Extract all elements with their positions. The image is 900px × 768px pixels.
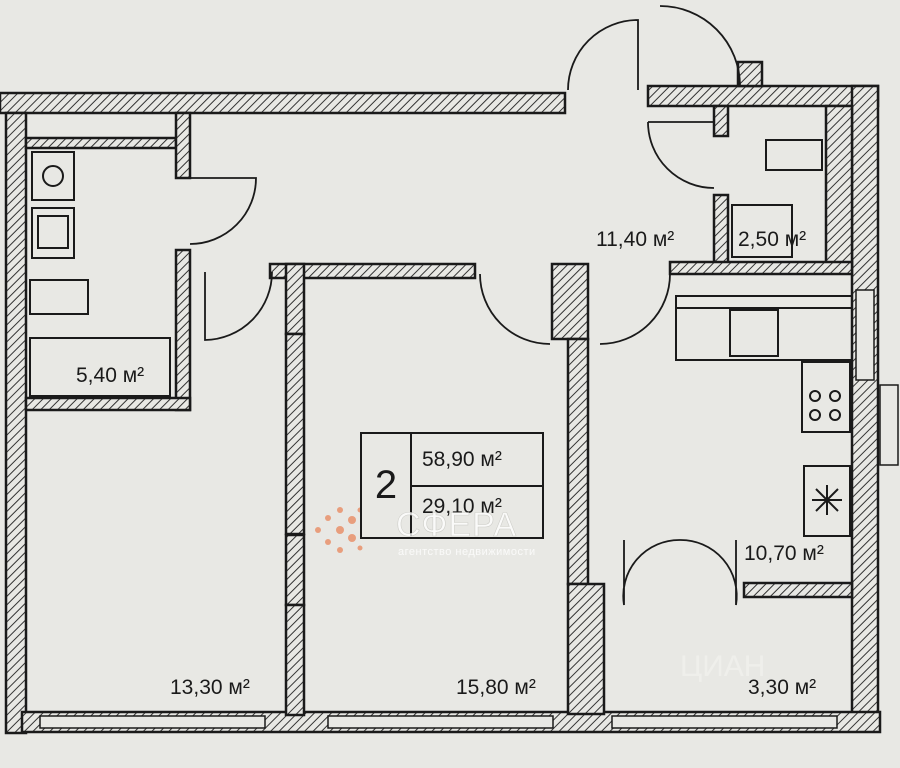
watermark-secondary: ЦИАН [680, 650, 766, 683]
watermark-tagline: агентство недвижимости [398, 546, 536, 558]
living-area: 29,10 м² [422, 495, 502, 518]
area-wc: 2,50 м² [738, 228, 807, 251]
area-bedroom-left: 13,30 м² [170, 676, 250, 699]
windows [39, 289, 899, 729]
doors [189, 5, 741, 606]
watermark-brand: СФЕРА [396, 506, 518, 545]
area-storage: 3,30 м² [748, 676, 817, 699]
area-bathroom: 5,40 м² [76, 364, 145, 387]
area-bedroom-middle: 15,80 м² [456, 676, 536, 699]
fixtures [29, 139, 853, 537]
area-hall: 11,40 м² [596, 228, 675, 251]
summary-divider [410, 485, 542, 487]
total-area: 58,90 м² [422, 448, 502, 471]
apartment-summary-box: 2 58,90 м² 29,10 м² [360, 432, 544, 539]
area-kitchen: 10,70 м² [744, 542, 824, 565]
watermark-logo [315, 507, 367, 553]
watermark: СФЕРА агентство недвижимости [318, 500, 588, 570]
interior-walls [24, 104, 854, 717]
